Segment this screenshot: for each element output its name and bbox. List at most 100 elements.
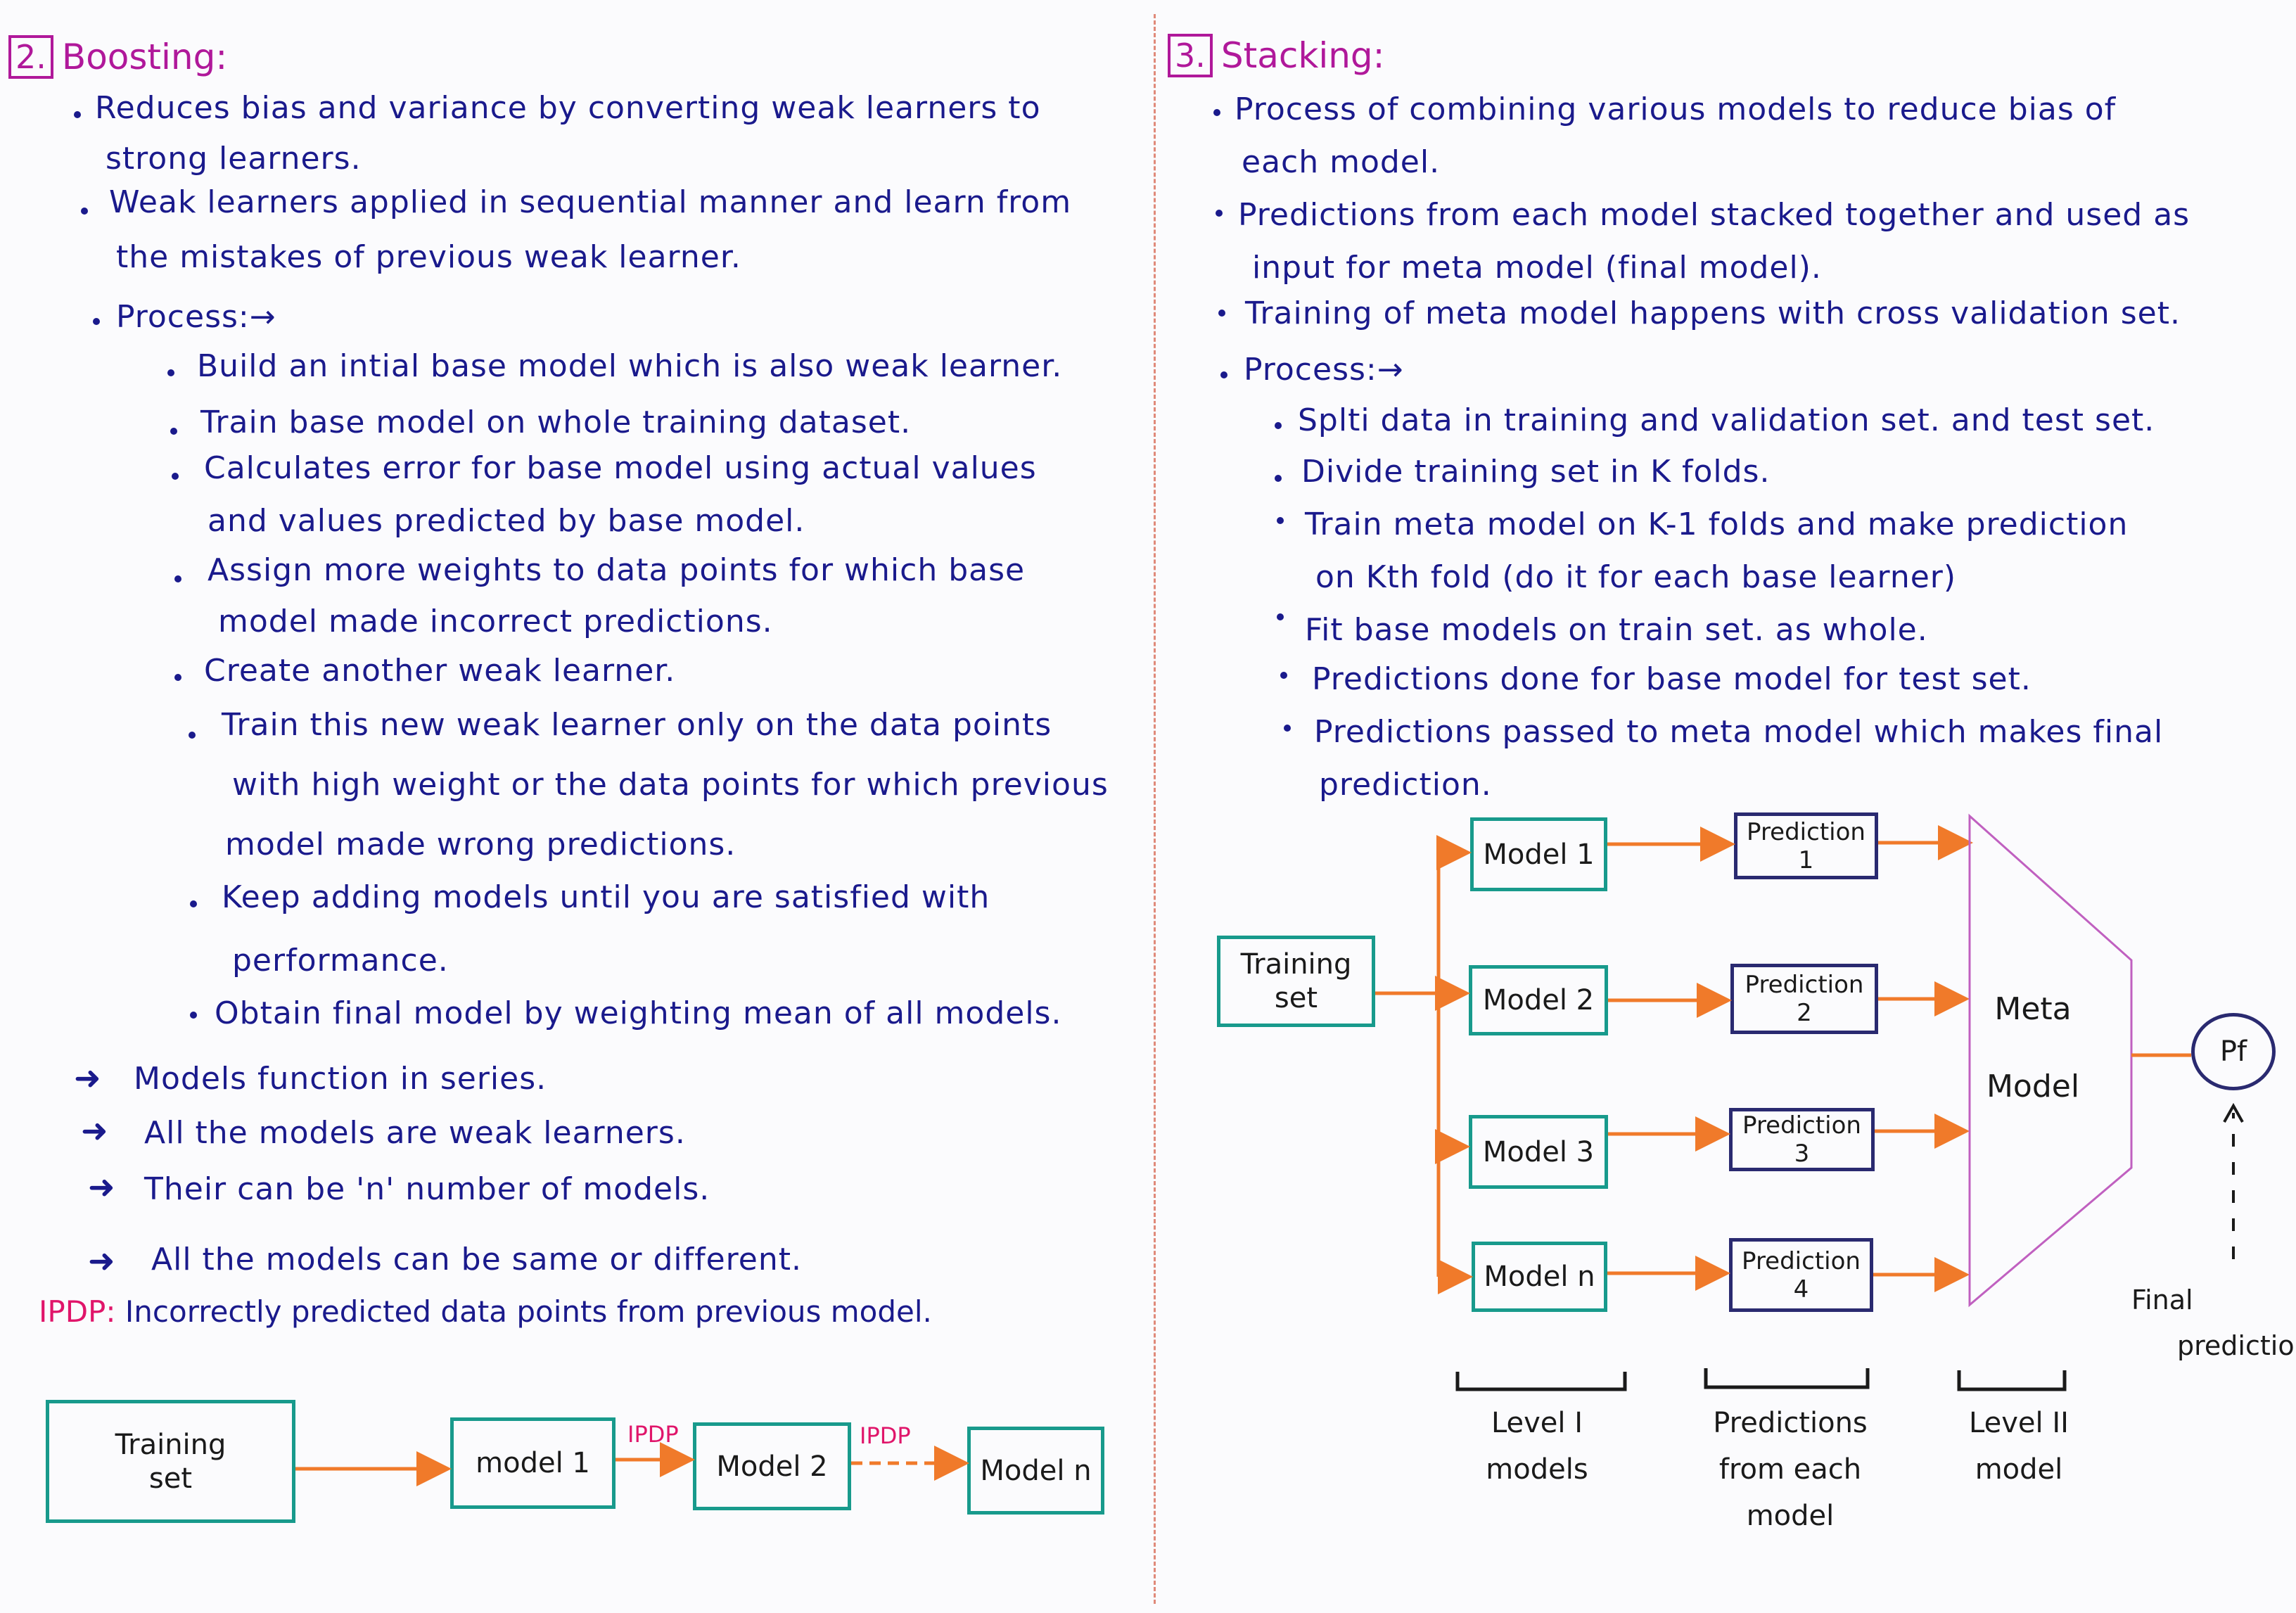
- bullet-dot: [1280, 672, 1287, 679]
- stacking-model-1-label: Model 1: [1483, 838, 1595, 871]
- page-divider: [1154, 14, 1156, 1604]
- bullet-dot: [172, 473, 179, 480]
- caption-predictions: Predictions from each model: [1688, 1400, 1892, 1539]
- boosting-model-n-box: Model n: [967, 1427, 1104, 1515]
- bullet-dot: [1220, 371, 1227, 378]
- boosting-bullet-1-line-1: Reduces bias and variance by converting …: [95, 90, 1041, 126]
- bullet-dot: [1275, 422, 1282, 429]
- caption-level-1-line-2: models: [1486, 1453, 1588, 1486]
- boosting-bullet-2-line-1: Weak learners applied in sequential mann…: [109, 184, 1072, 220]
- stacking-model-n-box: Model n: [1472, 1242, 1607, 1312]
- stacking-step-1: Splti data in training and validation se…: [1298, 402, 2155, 438]
- boosting-step-3-line-1: Calculates error for base model using ac…: [204, 450, 1037, 486]
- boosting-model-2-label: Model 2: [716, 1450, 828, 1483]
- stacking-prediction-3-box: Prediction 3: [1729, 1108, 1875, 1171]
- stacking-step-3-line-2: on Kth fold (do it for each base learner…: [1315, 559, 1957, 595]
- stacking-bullet-3: Training of meta model happens with cros…: [1245, 295, 2181, 331]
- stacking-prediction-4-box: Prediction 4: [1729, 1238, 1873, 1312]
- bullet-dot: [174, 674, 181, 681]
- boosting-step-6-line-1: Train this new weak learner only on the …: [222, 707, 1052, 743]
- caption-level-2-line-2: model: [1975, 1453, 2063, 1486]
- boosting-step-4-line-2: model made incorrect predictions.: [218, 604, 773, 639]
- stacking-step-5: Predictions done for base model for test…: [1312, 661, 2032, 697]
- bullet-dot: [190, 1012, 197, 1019]
- boosting-training-set-label-line-2: set: [148, 1462, 193, 1495]
- boosting-model-n-label: Model n: [980, 1454, 1092, 1487]
- arrow-bullet-icon: ➜: [88, 1242, 115, 1280]
- bullet-dot: [189, 732, 196, 739]
- boosting-step-8: Obtain final model by weighting mean of …: [215, 995, 1062, 1031]
- bracket-predictions: [1704, 1368, 1870, 1389]
- bullet-dot: [1218, 310, 1225, 317]
- stacking-step-4: Fit base models on train set. as whole.: [1305, 612, 1928, 648]
- stacking-bullet-1-line-1: Process of combining various models to r…: [1235, 91, 2117, 127]
- stacking-training-set-box: Training set: [1217, 936, 1375, 1027]
- ipdp-text: Incorrectly predicted data points from p…: [125, 1294, 932, 1329]
- stacking-training-set-label-line-2: set: [1274, 982, 1318, 1014]
- boosting-bullet-2-line-2: the mistakes of previous weak learner.: [116, 239, 741, 275]
- meta-model-label-line-2: Model: [1986, 1069, 2080, 1104]
- caption-level-1-line-1: Level I: [1491, 1407, 1583, 1439]
- boosting-step-2: Train base model on whole training datas…: [200, 404, 912, 440]
- boosting-step-3-line-2: and values predicted by base model.: [208, 503, 805, 539]
- meta-model-shape: [1968, 813, 2133, 1308]
- boosting-note-1: Models function in series.: [134, 1061, 547, 1097]
- bullet-dot: [1216, 210, 1223, 217]
- stacking-bullet-1-line-2: each model.: [1242, 144, 1441, 180]
- stacking-prediction-2-box: Prediction 2: [1730, 964, 1878, 1034]
- prediction-2-label-line-1: Prediction: [1745, 971, 1864, 999]
- boosting-training-set-box: Training set: [46, 1400, 295, 1523]
- caption-level-1-models: Level I models: [1453, 1400, 1621, 1493]
- caption-predictions-line-1: Predictions: [1713, 1407, 1868, 1439]
- prediction-1-label-line-2: 1: [1798, 846, 1814, 874]
- bullet-dot: [1213, 109, 1220, 116]
- prediction-1-label-line-1: Prediction: [1747, 817, 1866, 846]
- final-prediction-node: Pf: [2191, 1013, 2276, 1090]
- boosting-step-6-line-2: with high weight or the data points for …: [232, 767, 1109, 803]
- stacking-bullet-2-line-1: Predictions from each model stacked toge…: [1238, 197, 2190, 233]
- prediction-3-label-line-2: 3: [1794, 1140, 1810, 1168]
- boosting-step-7-line-1: Keep adding models until you are satisfi…: [222, 879, 990, 915]
- boosting-training-set-label-line-1: Training: [115, 1428, 227, 1461]
- caption-level-2-line-1: Level II: [1969, 1407, 2069, 1439]
- caption-level-2-model: Level II model: [1952, 1400, 2086, 1493]
- stacking-bullet-2-line-2: input for meta model (final model).: [1252, 250, 1822, 286]
- arrow-bullet-icon: ➜: [88, 1168, 115, 1206]
- prediction-4-label-line-2: 4: [1793, 1275, 1809, 1303]
- arrow-bullet-icon: ➜: [74, 1059, 101, 1097]
- boosting-model-2-box: Model 2: [693, 1422, 851, 1510]
- bullet-dot: [174, 575, 181, 582]
- stacking-number: 3.: [1168, 34, 1213, 77]
- stacking-model-1-box: Model 1: [1470, 817, 1607, 891]
- bullet-dot: [74, 111, 81, 118]
- stacking-model-3-box: Model 3: [1469, 1115, 1608, 1189]
- ipdp-definition: IPDP: Incorrectly predicted data points …: [39, 1294, 932, 1329]
- boosting-title: Boosting:: [61, 37, 228, 77]
- bullet-dot: [1284, 725, 1291, 732]
- boosting-step-6-line-3: model made wrong predictions.: [225, 827, 736, 862]
- stacking-prediction-1-box: Prediction 1: [1734, 812, 1878, 879]
- stacking-heading: 3. Stacking:: [1168, 34, 1384, 77]
- bullet-dot: [81, 208, 88, 215]
- ipdp-label: IPDP:: [39, 1294, 116, 1329]
- boosting-heading: 2. Boosting:: [8, 35, 227, 79]
- stacking-step-6-line-1: Predictions passed to meta model which m…: [1314, 714, 2164, 750]
- stacking-model-2-box: Model 2: [1469, 965, 1608, 1035]
- boosting-note-2: All the models are weak learners.: [144, 1115, 686, 1151]
- stacking-step-3-line-1: Train meta model on K-1 folds and make p…: [1305, 506, 2129, 542]
- stacking-training-set-label-line-1: Training: [1240, 948, 1352, 981]
- boosting-number: 2.: [8, 35, 53, 79]
- meta-model-label-line-1: Meta: [1994, 991, 2072, 1027]
- boosting-model-1-label: model 1: [476, 1447, 590, 1479]
- boosting-step-5: Create another weak learner.: [204, 653, 676, 689]
- caption-predictions-line-3: model: [1746, 1500, 1835, 1532]
- prediction-4-label-line-1: Prediction: [1742, 1247, 1861, 1275]
- boosting-bullet-1-line-2: strong learners.: [106, 141, 362, 177]
- arrow-bullet-icon: ➜: [81, 1111, 108, 1149]
- final-label-arrow-head: [2223, 1102, 2244, 1123]
- stacking-process-label: Process:→: [1244, 352, 1404, 388]
- bullet-dot: [190, 900, 197, 907]
- bullet-dot: [1277, 613, 1284, 620]
